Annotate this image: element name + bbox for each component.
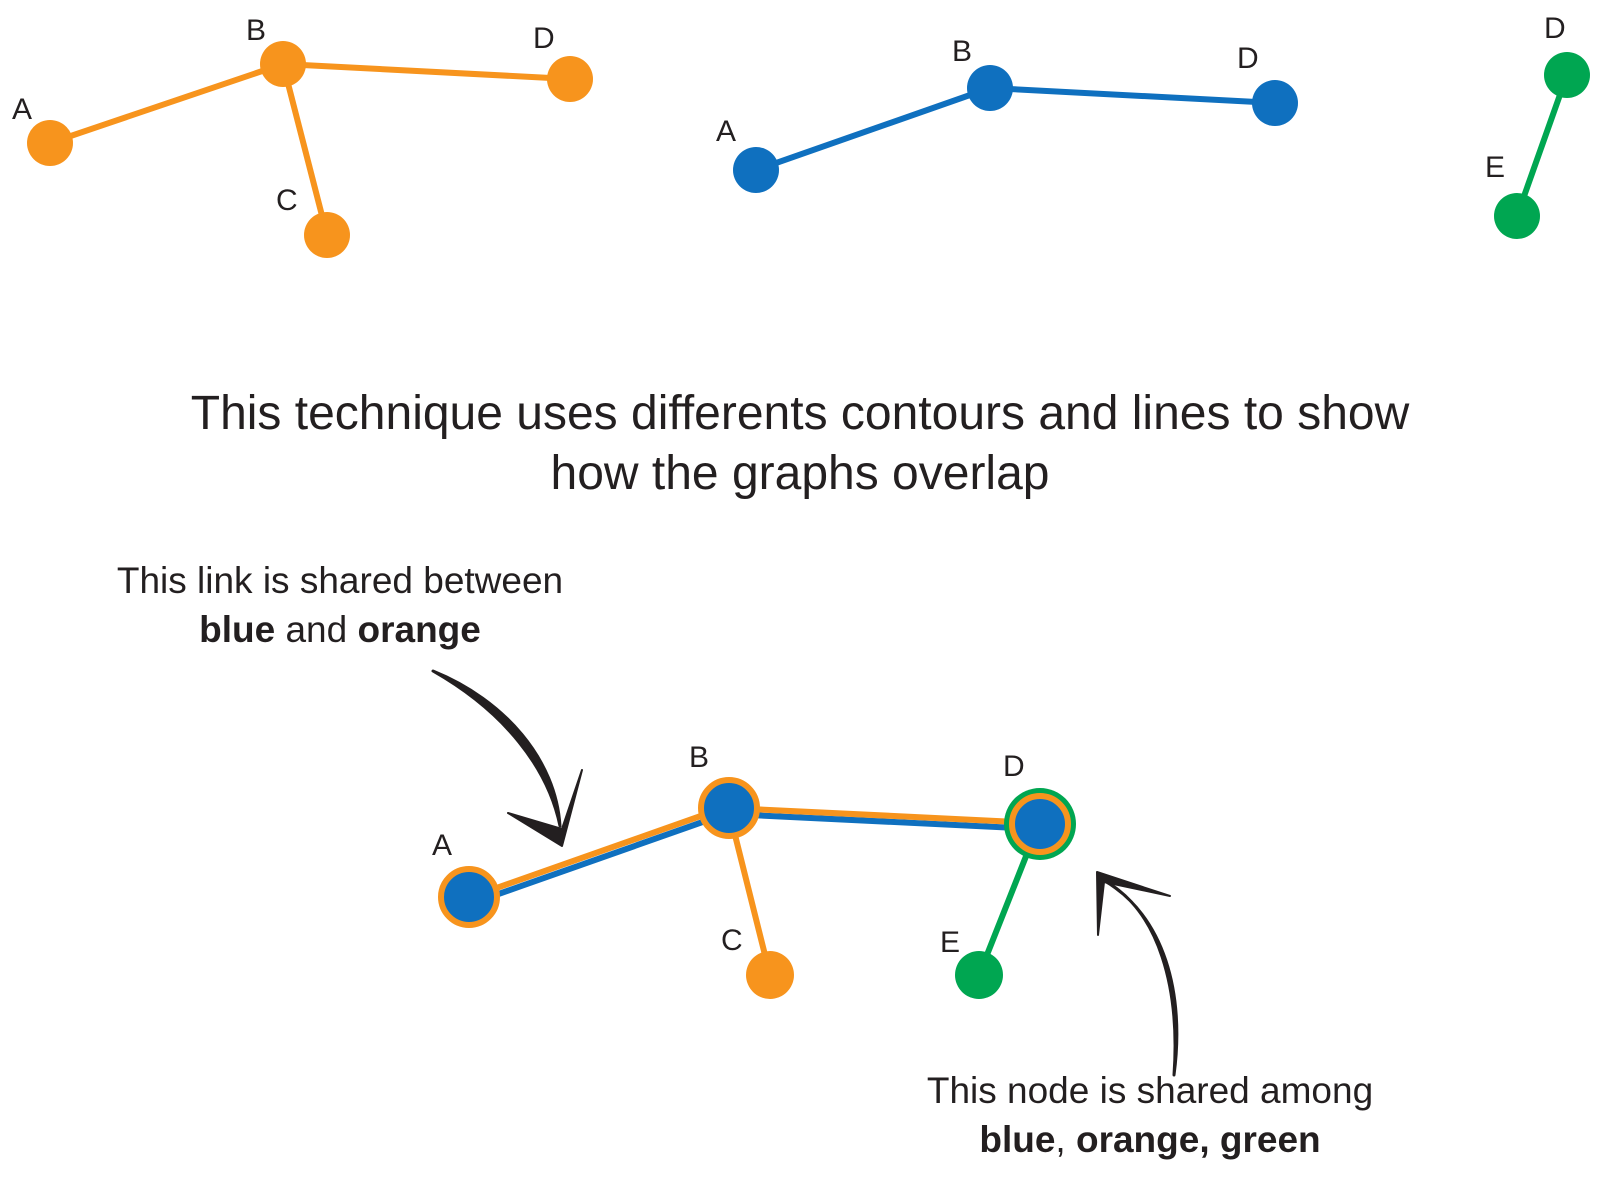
blue-edge-b-d	[989, 85, 1276, 106]
merged-edge-b-d-blue	[728, 811, 1039, 832]
orange-node-c	[304, 212, 350, 258]
merged-label-c: C	[721, 924, 743, 957]
callout-and-word: and	[275, 609, 358, 650]
merged-graph: A B C D E	[432, 741, 1076, 999]
merged-node-c	[746, 951, 794, 999]
orange-edge-b-d	[282, 61, 571, 82]
arrow-curve	[1101, 878, 1179, 1077]
blue-label-b: B	[952, 35, 972, 68]
green-label-d: D	[1544, 12, 1566, 45]
callout-separator: ,	[1055, 1119, 1076, 1160]
caption-line-2: how the graphs overlap	[550, 447, 1050, 500]
green-edge-d-e	[1514, 73, 1570, 218]
orange-label-d: D	[533, 22, 555, 55]
shared-node-callout: This node is shared among blue, orange, …	[890, 1066, 1410, 1164]
merged-node-e	[955, 951, 1003, 999]
blue-graph: A B D	[716, 35, 1298, 193]
merged-node-b	[698, 777, 760, 839]
callout-blue-word: blue	[199, 609, 276, 650]
blue-node-d	[1252, 80, 1298, 126]
caption: This technique uses differents contours …	[0, 384, 1600, 504]
merged-label-e: E	[940, 926, 960, 959]
orange-node-a	[27, 120, 73, 166]
orange-label-a: A	[12, 93, 32, 126]
orange-label-b: B	[246, 14, 266, 47]
callout-blue-word: blue	[979, 1119, 1056, 1160]
shared-link-callout-line-1: This link is shared between	[116, 560, 564, 601]
arrow-to-shared-node	[1096, 871, 1179, 1077]
blue-label-d: D	[1237, 42, 1259, 75]
shared-link-callout: This link is shared between blue and ora…	[80, 556, 600, 654]
merged-node-a	[438, 866, 500, 928]
shared-node-callout-line-1: This node is shared among	[926, 1070, 1374, 1111]
arrow-curve	[431, 669, 562, 828]
shared-node-callout-line-2: blue, orange, green	[890, 1115, 1410, 1164]
green-node-d	[1544, 52, 1590, 98]
blue-edge-a-b	[755, 85, 991, 173]
caption-line-1: This technique uses differents contours …	[190, 387, 1410, 440]
merged-edge-a-b-blue	[472, 809, 732, 906]
arrowhead	[1096, 871, 1171, 936]
arrowhead	[507, 769, 583, 847]
orange-label-c: C	[276, 184, 298, 217]
blue-node-b	[967, 65, 1013, 111]
callout-orange-word: orange	[357, 609, 481, 650]
callout-orange-green-words: orange, green	[1075, 1119, 1321, 1160]
orange-node-d	[547, 56, 593, 102]
green-node-e	[1494, 193, 1540, 239]
merged-label-a: A	[432, 829, 452, 862]
arrow-to-shared-link	[431, 669, 583, 847]
merged-node-d	[1009, 793, 1071, 855]
blue-label-a: A	[716, 115, 736, 148]
green-graph: D E	[1485, 12, 1590, 239]
orange-edge-b-c	[280, 63, 330, 236]
shared-link-callout-line-2: blue and orange	[80, 605, 600, 654]
orange-edge-a-b	[49, 61, 284, 146]
orange-node-b	[260, 41, 306, 87]
merged-edge-a-b-orange	[470, 803, 730, 900]
merged-edge-b-d-orange	[728, 805, 1039, 826]
blue-node-a	[733, 147, 779, 193]
orange-graph: A B C D	[12, 14, 593, 258]
merged-label-b: B	[689, 741, 709, 774]
green-label-e: E	[1485, 151, 1505, 184]
merged-edge-b-c	[726, 810, 773, 976]
merged-label-d: D	[1003, 750, 1025, 783]
